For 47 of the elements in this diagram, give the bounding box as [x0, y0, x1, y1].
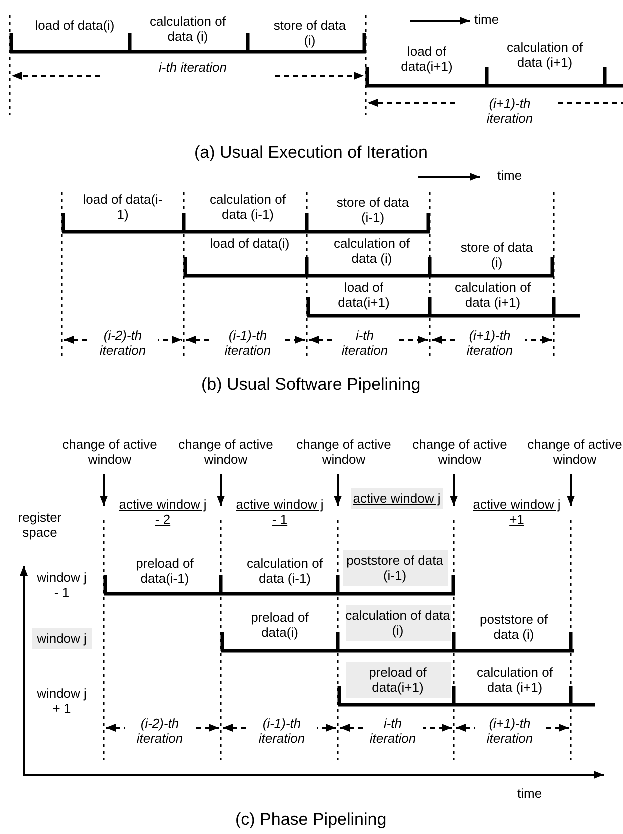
step-label: calculation of data (i-1)	[246, 556, 324, 586]
step-label: load of data(i-1)	[83, 192, 163, 222]
iteration-label: i-th iteration	[158, 60, 228, 75]
window-label: active window j - 2	[118, 497, 208, 527]
window-label: active window j	[351, 488, 443, 509]
row-label: window j - 1	[37, 570, 87, 600]
iteration-label: i-th iteration	[335, 328, 395, 358]
iteration-label: (i-2)-th iteration	[125, 716, 195, 746]
step-label: calculation of data (i)	[333, 236, 411, 266]
annotation-label: change of active window	[296, 437, 392, 467]
step-label: calculation of data (i+1)	[506, 40, 584, 70]
annotation-label: change of active window	[178, 437, 274, 467]
annotation-label: change of active window	[62, 437, 158, 467]
iteration-label: (i-2)-th iteration	[88, 328, 158, 358]
step-label: preload of data(i+1)	[346, 662, 450, 698]
step-label: calculation of data (i)	[346, 605, 450, 641]
figure-caption: (c) Phase Pipelining	[236, 810, 387, 830]
iteration-label: (i-1)-th iteration	[247, 716, 317, 746]
step-label: store of data (i)	[272, 18, 348, 48]
step-label: load of data(i)	[35, 18, 115, 33]
step-label: load of data(i+1)	[400, 44, 454, 74]
window-label: active window j +1	[472, 497, 562, 527]
annotation-label: change of active window	[412, 437, 508, 467]
step-label: store of data (i-1)	[336, 195, 410, 225]
iteration-label: (i-1)-th iteration	[213, 328, 283, 358]
row-label: window j + 1	[37, 686, 87, 716]
step-label: load of data(i)	[210, 236, 290, 251]
step-label: poststore of data (i-1)	[342, 550, 448, 586]
step-label: store of data (i)	[460, 240, 534, 270]
step-label: calculation of data (i+1)	[454, 280, 532, 310]
iteration-label: (i+1)-th iteration	[475, 716, 545, 746]
step-label: preload of data(i)	[250, 610, 310, 640]
step-label: calculation of data (i)	[149, 14, 227, 44]
step-label: preload of data(i-1)	[135, 556, 195, 586]
row-label: window j	[32, 628, 92, 649]
time-label: time	[498, 168, 522, 183]
step-label: poststore of data (i)	[479, 612, 549, 642]
step-label: calculation of data (i+1)	[476, 665, 554, 695]
figure-caption: (b) Usual Software Pipelining	[202, 375, 421, 395]
step-label: calculation of data (i-1)	[209, 192, 287, 222]
time-label: time	[474, 12, 500, 27]
axis-label: register space	[17, 510, 63, 540]
annotation-label: change of active window	[526, 437, 623, 467]
figure-caption: (a) Usual Execution of Iteration	[194, 143, 428, 163]
window-label: active window j - 1	[235, 497, 325, 527]
step-label: load of data(i+1)	[337, 280, 391, 310]
axis-label: time	[518, 786, 542, 801]
